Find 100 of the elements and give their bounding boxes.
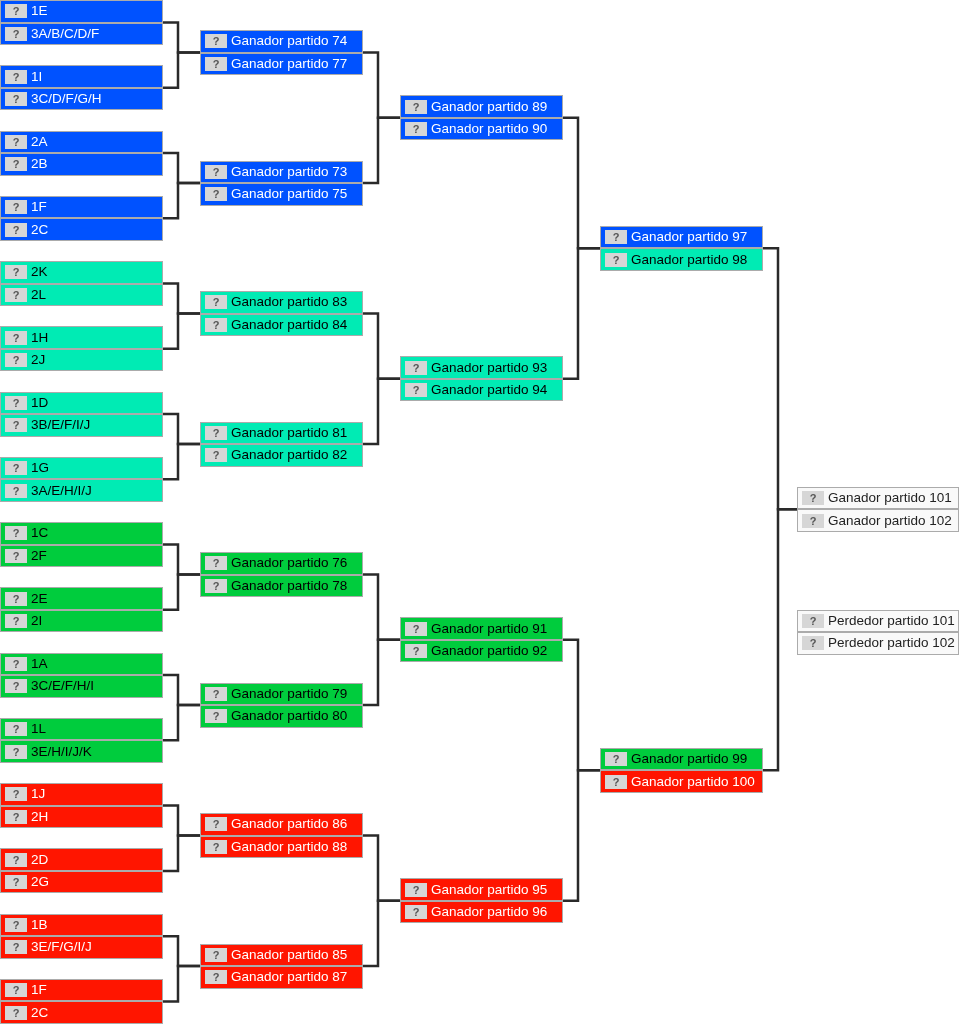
team-row xyxy=(1,131,162,152)
unknown-flag: ? xyxy=(205,947,227,962)
match-box xyxy=(0,587,163,633)
team-row xyxy=(601,247,762,270)
team-name: Ganador partido 88 xyxy=(231,838,348,855)
team-name: 3E/H/I/J/K xyxy=(31,743,92,760)
team-name: Ganador partido 92 xyxy=(431,643,548,659)
match-box xyxy=(0,0,163,45)
team-row xyxy=(401,357,562,378)
team-name: Ganador partido 97 xyxy=(631,229,748,245)
unknown-flag: ? xyxy=(205,556,227,571)
team-name: 2G xyxy=(31,874,49,891)
team-name: 1F xyxy=(31,982,47,999)
team-row xyxy=(1,1,162,22)
match-box xyxy=(200,291,363,336)
team-name: Ganador partido 101 xyxy=(828,490,952,506)
team-name: Ganador partido 74 xyxy=(231,33,348,50)
unknown-flag: ? xyxy=(5,852,27,867)
team-row xyxy=(201,944,362,965)
unknown-flag: ? xyxy=(405,99,427,114)
team-name: 1H xyxy=(31,329,49,346)
team-row xyxy=(1,718,162,740)
team-row xyxy=(1,523,162,544)
unknown-flag: ? xyxy=(205,578,227,593)
team-name: 2C xyxy=(31,1004,49,1021)
team-row xyxy=(1,588,162,609)
unknown-flag: ? xyxy=(5,461,27,476)
team-row xyxy=(201,422,362,443)
team-name: 1G xyxy=(31,460,49,477)
match-box xyxy=(797,486,959,532)
team-row xyxy=(1,217,162,240)
match-box xyxy=(200,813,363,858)
team-name: 3A/E/H/I/J xyxy=(31,482,92,499)
unknown-flag: ? xyxy=(5,940,27,955)
team-name: Ganador partido 91 xyxy=(431,620,548,637)
unknown-flag: ? xyxy=(802,491,824,505)
team-name: 2L xyxy=(31,286,47,303)
unknown-flag: ? xyxy=(205,425,227,440)
team-row xyxy=(601,748,762,770)
unknown-flag: ? xyxy=(205,164,227,179)
team-name: Ganador partido 94 xyxy=(431,382,548,398)
team-name: Ganador partido 102 xyxy=(828,512,952,529)
match-box xyxy=(200,421,363,467)
bracket-line xyxy=(363,899,400,968)
team-row xyxy=(1,739,162,762)
unknown-flag: ? xyxy=(605,774,627,789)
unknown-flag: ? xyxy=(205,839,227,854)
team-row xyxy=(401,899,562,923)
team-row xyxy=(1,849,162,870)
team-row xyxy=(1,66,162,87)
team-row xyxy=(1,413,162,436)
team-row xyxy=(1,608,162,632)
bracket-line xyxy=(163,573,200,612)
team-row xyxy=(401,618,562,639)
unknown-flag: ? xyxy=(5,591,27,606)
unknown-flag: ? xyxy=(5,157,27,172)
match-box xyxy=(200,682,363,728)
team-row xyxy=(1,282,162,306)
team-name: Ganador partido 78 xyxy=(231,577,348,594)
team-row xyxy=(201,834,362,857)
bracket-line xyxy=(763,508,797,772)
team-row xyxy=(201,683,362,704)
unknown-flag: ? xyxy=(5,548,27,563)
team-name: Ganador partido 95 xyxy=(431,881,548,898)
team-row xyxy=(1,935,162,958)
team-name: 2I xyxy=(31,613,43,630)
team-row xyxy=(201,573,362,596)
team-name: Ganador partido 73 xyxy=(231,163,348,180)
match-box xyxy=(0,652,163,698)
match-box xyxy=(0,522,163,568)
team-name: 2J xyxy=(31,352,46,369)
unknown-flag: ? xyxy=(5,395,27,410)
team-name: 1I xyxy=(31,68,43,85)
match-box xyxy=(600,747,763,793)
match-box xyxy=(0,195,163,241)
team-name: Ganador partido 99 xyxy=(631,751,748,767)
team-row xyxy=(1,979,162,1001)
team-name: 2D xyxy=(31,851,49,868)
team-row xyxy=(1,86,162,110)
team-name: Ganador partido 76 xyxy=(231,555,348,572)
team-row xyxy=(1,392,162,414)
unknown-flag: ? xyxy=(5,483,27,498)
match-box xyxy=(200,160,363,206)
team-row xyxy=(401,116,562,140)
team-name: 2A xyxy=(31,133,48,150)
team-name: Ganador partido 81 xyxy=(231,424,348,441)
unknown-flag: ? xyxy=(405,882,427,897)
team-row xyxy=(1,478,162,501)
unknown-flag: ? xyxy=(605,230,627,244)
unknown-flag: ? xyxy=(5,809,27,824)
unknown-flag: ? xyxy=(5,92,27,106)
unknown-flag: ? xyxy=(5,287,27,302)
team-row xyxy=(1,784,162,805)
team-row xyxy=(798,610,958,631)
match-box xyxy=(0,717,163,763)
unknown-flag: ? xyxy=(5,983,27,998)
team-name: 2E xyxy=(31,590,48,607)
team-name: Ganador partido 98 xyxy=(631,251,748,268)
unknown-flag: ? xyxy=(5,526,27,541)
team-row xyxy=(1,21,162,44)
